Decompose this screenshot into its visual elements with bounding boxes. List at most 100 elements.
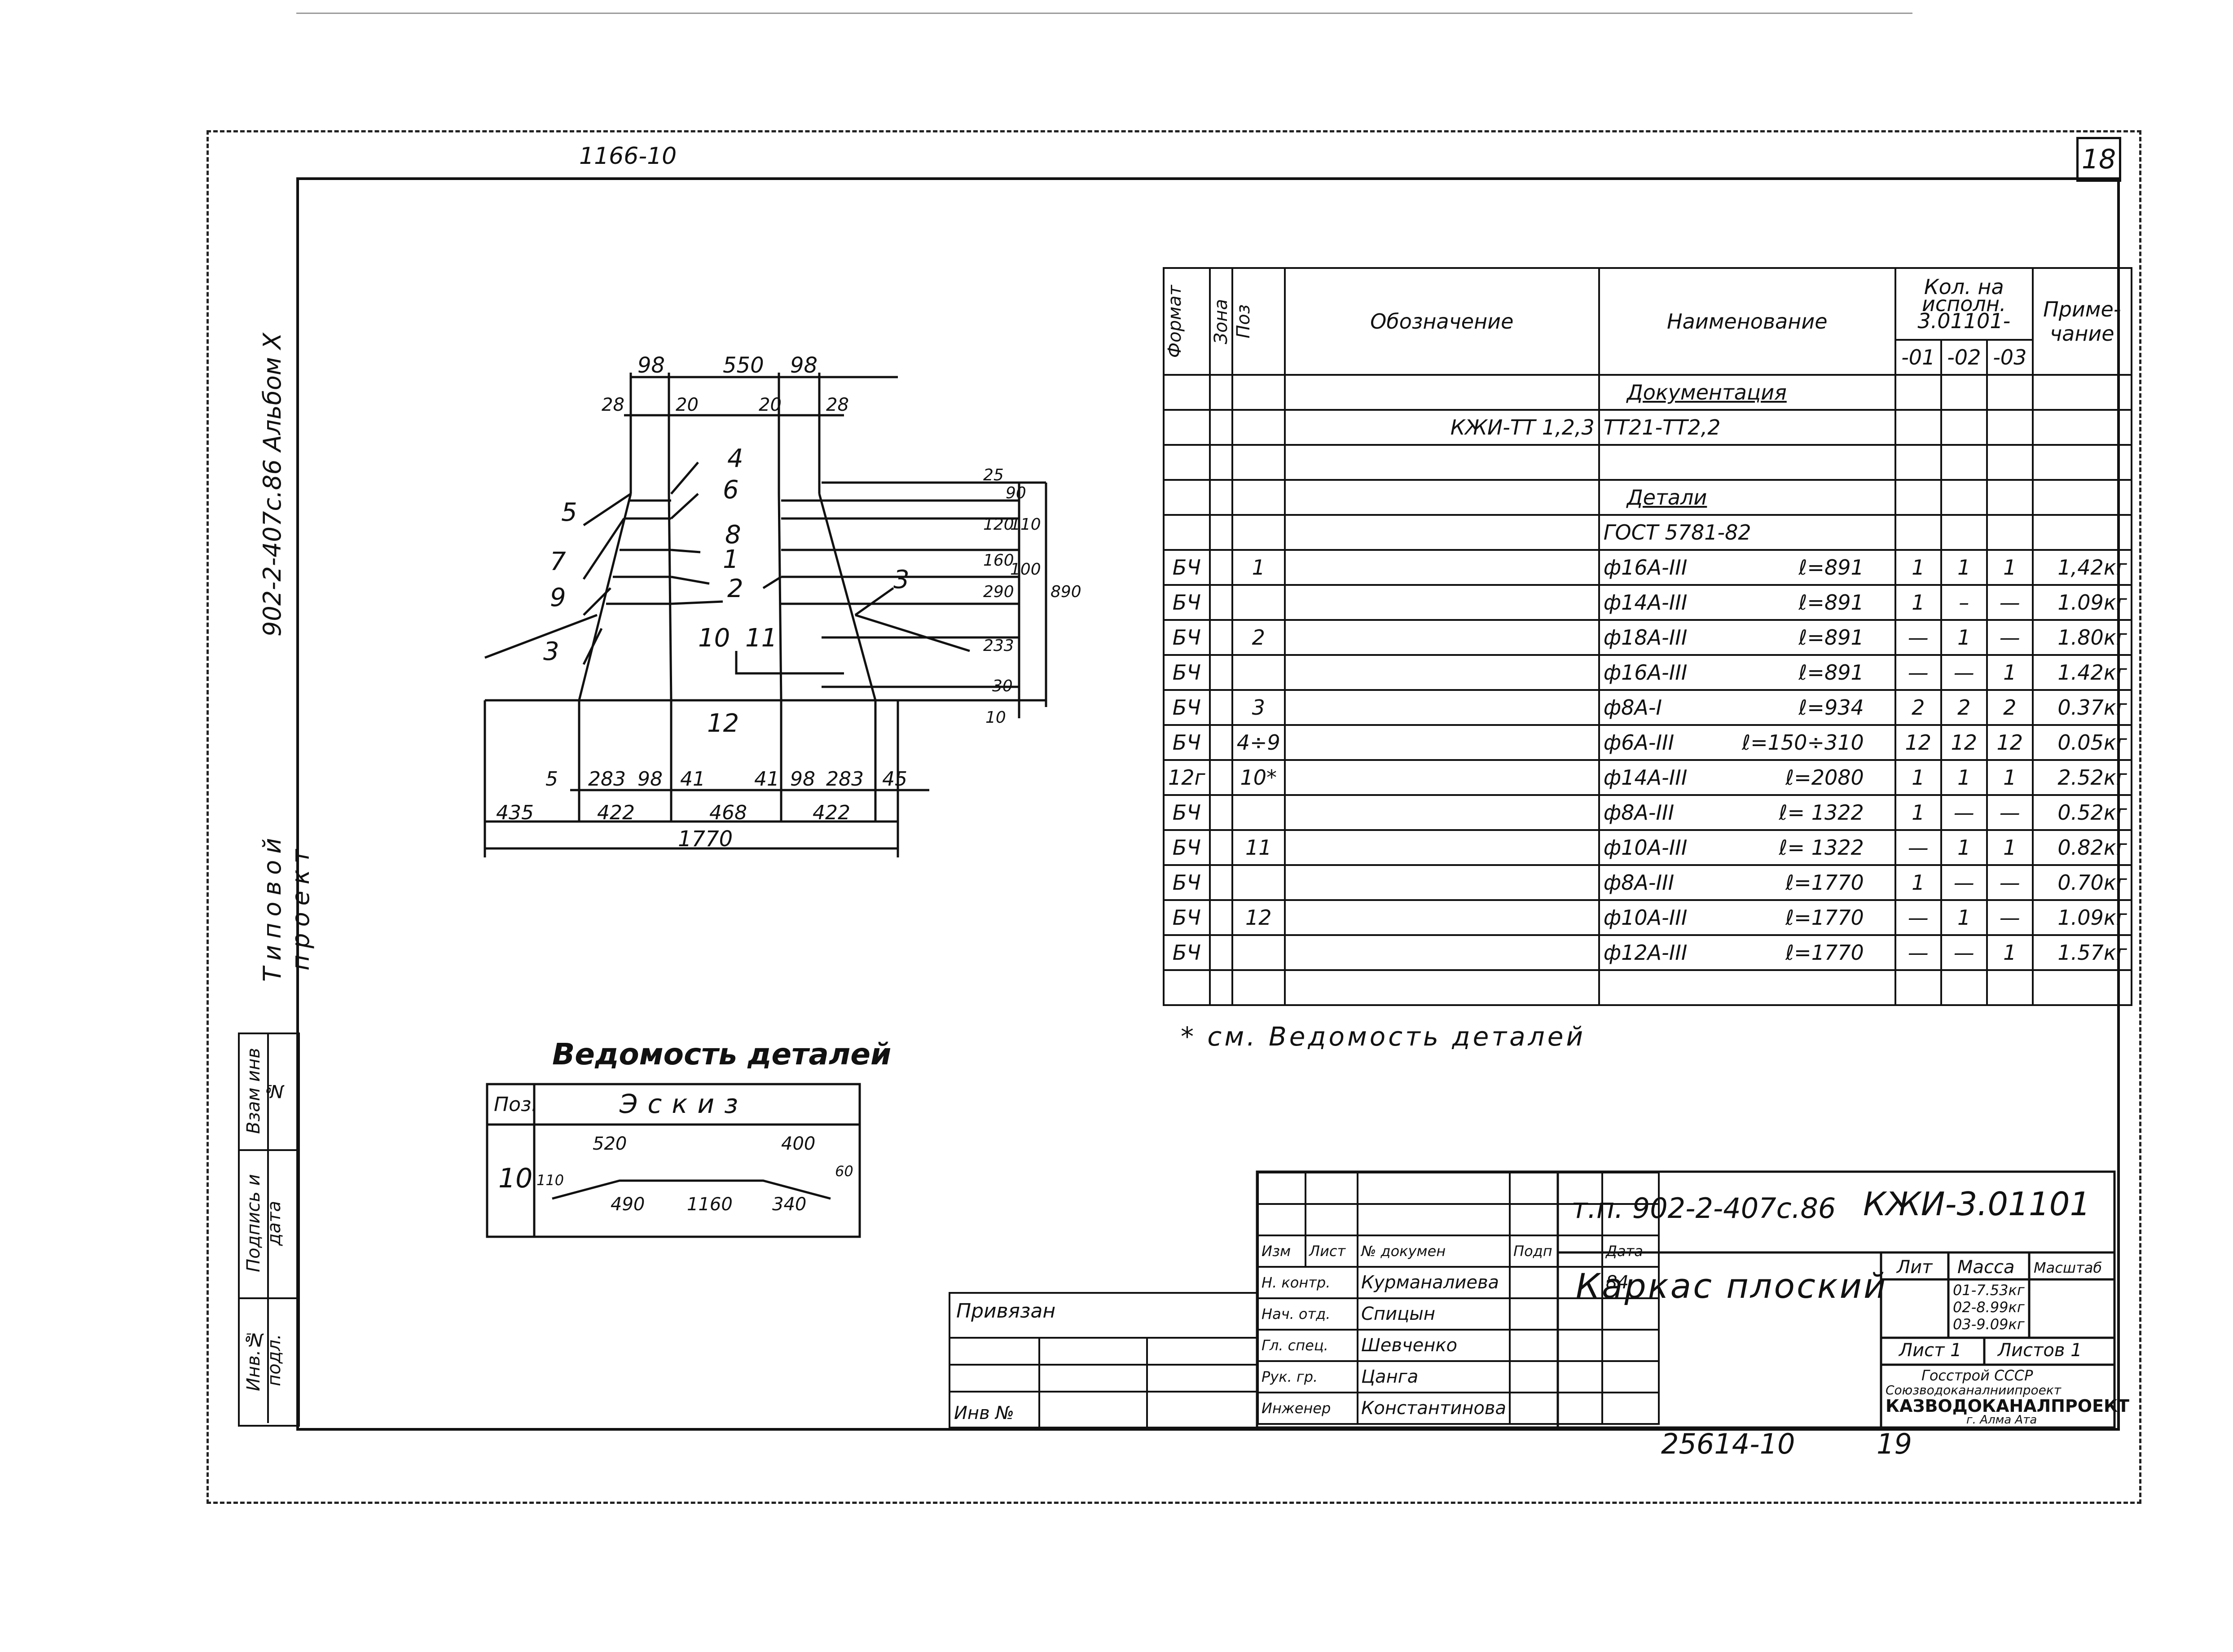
spec-name-text: ф14А-III: [1603, 590, 1688, 615]
tb-person-date: 84: [1601, 1266, 1660, 1299]
spec-cell-format: БЧ: [1163, 689, 1211, 726]
spec-cell-note: 1.09кг: [2031, 584, 2132, 621]
spec-cell-q3: 1: [1986, 654, 2034, 691]
dim-bottom: 45: [882, 768, 907, 791]
spec-row: Документация: [1163, 374, 2132, 411]
spec-cell-format: [1163, 374, 1211, 411]
tb-person-role: Инженер: [1257, 1392, 1358, 1425]
tb-person-name: Константинова: [1357, 1392, 1511, 1425]
spec-cell-q2: 12: [1940, 724, 1988, 761]
details-pos: 10: [498, 1163, 533, 1194]
dim-right: 290: [983, 583, 1014, 601]
spec-cell-zone: [1209, 654, 1233, 691]
spec-length-text: ℓ=934: [1798, 695, 1864, 720]
spec-cell-note: 1.42кг: [2031, 654, 2132, 691]
tb-person-sign: [1509, 1329, 1603, 1362]
tb-person-role: Нач. отд.: [1257, 1297, 1358, 1331]
details-title: Ведомость деталей: [552, 1037, 892, 1072]
dim-top-98-right: 98: [790, 353, 818, 378]
spec-cell-q3: —: [1986, 584, 2034, 621]
tb-code: КЖИ-3.01101: [1863, 1185, 2091, 1223]
spec-cell-name: ф10А-III ℓ=1770: [1598, 899, 1896, 936]
spec-cell-pos: 2: [1231, 619, 1286, 656]
dim-bottom: 283: [826, 768, 864, 791]
spec-cell-q2: –: [1940, 584, 1988, 621]
spec-cell-designation: [1284, 969, 1600, 1006]
part-label: 1: [723, 545, 739, 574]
drawing-lines: [484, 373, 1047, 1200]
spec-cell-q2: [1940, 444, 1988, 481]
tb-person-date: [1601, 1329, 1660, 1362]
tb-header-cell: Подп: [1509, 1235, 1603, 1268]
spec-name-text: ф10А-III: [1603, 835, 1688, 860]
spec-cell-pos: [1231, 409, 1286, 446]
tb-sheet: Лист 1: [1899, 1340, 1962, 1361]
spec-cell-pos: 4÷9: [1231, 724, 1286, 761]
spec-cell-zone: [1209, 689, 1233, 726]
spec-length-text: ℓ=1770: [1785, 870, 1864, 895]
part-label: 7: [550, 547, 566, 576]
spec-length-text: ℓ=891: [1798, 590, 1864, 615]
details-col-pos: Поз.: [494, 1093, 538, 1116]
spec-cell-q2: 1: [1940, 829, 1988, 866]
spec-cell-note: [2031, 479, 2132, 516]
spec-cell-zone: [1209, 969, 1233, 1006]
spec-cell-q1: —: [1894, 899, 1942, 936]
spec-cell-q1: 1: [1894, 864, 1942, 901]
spec-cell-q2: —: [1940, 864, 1988, 901]
spec-cell-note: 0.52кг: [2031, 794, 2132, 831]
tb-header-cell: Изм: [1257, 1235, 1306, 1268]
spec-cell-note: [2031, 514, 2132, 551]
tb-person-role: Н. контр.: [1257, 1266, 1358, 1299]
spec-cell-note: 0.70кг: [2031, 864, 2132, 901]
spec-cell-name: [1598, 969, 1896, 1006]
spec-cell-q1: [1894, 409, 1942, 446]
spec-row: [1163, 969, 2132, 1006]
spec-cell-pos: [1231, 864, 1286, 901]
spec-cell-q1: [1894, 444, 1942, 481]
spec-cell-designation: [1284, 479, 1600, 516]
tb-person-sign: [1509, 1266, 1603, 1299]
part-label: 5: [561, 498, 577, 527]
spec-cell-format: БЧ: [1163, 829, 1211, 866]
footnote: * см. Ведомость деталей: [1181, 1021, 1586, 1052]
spec-cell-name: ГОСТ 5781-82: [1598, 514, 1896, 551]
part-label: 9: [550, 583, 566, 612]
spec-cell-pos: 11: [1231, 829, 1286, 866]
spec-cell-designation: [1284, 934, 1600, 971]
dim-bottom: 5: [545, 768, 558, 791]
dim-right: 233: [983, 637, 1014, 655]
spec-cell-format: БЧ: [1163, 584, 1211, 621]
tb-inv-no: Инв №: [954, 1403, 1014, 1424]
spec-cell-q2: 1: [1940, 759, 1988, 796]
tb-mass-1: 01-7.53кг: [1953, 1282, 2025, 1299]
spec-name-text: ф10А-III: [1603, 905, 1688, 930]
spec-cell-pos: [1231, 654, 1286, 691]
col-qty-02: -02: [1940, 339, 1988, 376]
spec-cell-q2: —: [1940, 794, 1988, 831]
spec-cell-format: [1163, 514, 1211, 551]
spec-length-text: ℓ=2080: [1785, 765, 1864, 790]
spec-cell-q3: 1: [1986, 829, 2034, 866]
spec-cell-name: Детали: [1598, 479, 1896, 516]
tb-person-role: Гл. спец.: [1257, 1329, 1358, 1362]
details-dim-490: 490: [611, 1194, 645, 1215]
spec-cell-format: [1163, 444, 1211, 481]
spec-cell-pos: 3: [1231, 689, 1286, 726]
spec-table: Формат Зона Поз Обозначение Наименование…: [1163, 267, 2132, 1006]
spec-cell-q3: 2: [1986, 689, 2034, 726]
tb-org-3: КАЗВОДОКАНАЛПРОЕКТ: [1886, 1396, 2130, 1416]
details-col-sketch: Эскиз: [620, 1089, 748, 1119]
spec-cell-zone: [1209, 514, 1233, 551]
details-dim-520: 520: [593, 1134, 627, 1154]
spec-length-text: ℓ=1770: [1785, 905, 1864, 930]
dim-bottom-2: 422: [597, 801, 635, 824]
sheet-number: 18: [2076, 137, 2121, 182]
